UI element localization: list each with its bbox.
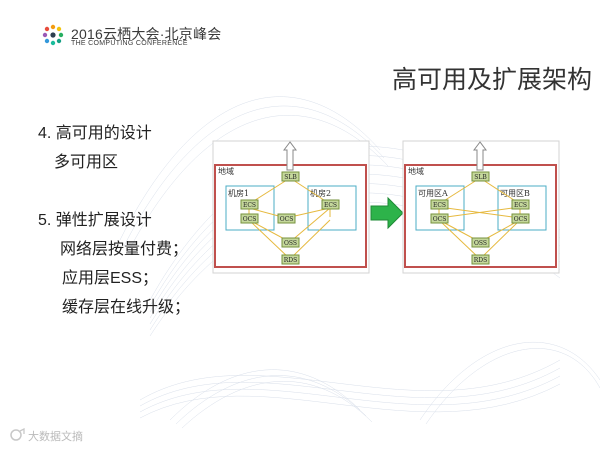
bullet-item: 5. 弹性扩展设计 [38, 212, 152, 229]
conference-logo-subtitle: THE COMPUTING CONFERENCE [71, 40, 188, 47]
zone-b-label: 可用区B [500, 189, 530, 198]
ecs-label: ECS [243, 202, 256, 209]
slb-node [281, 171, 300, 182]
watermark-logo-icon [10, 428, 25, 441]
oss-node [471, 237, 490, 248]
conference-logo: 2016云栖大会·北京峰会 THE COMPUTING CONFERENCE [40, 22, 221, 52]
slide-title: 高可用及扩展架构 [391, 66, 592, 94]
conference-logo-icon [42, 24, 64, 46]
ocs-node [240, 213, 259, 224]
ocs-node [430, 213, 449, 224]
oss-label: OSS [284, 240, 297, 247]
zone-b-box [497, 185, 547, 231]
internet-up-arrow [473, 141, 487, 171]
zone-a-label: 可用区A [418, 189, 448, 198]
rds-label: RDS [474, 257, 487, 264]
oss-label: OSS [474, 240, 487, 247]
ecs-node [240, 199, 259, 210]
ecs-label: ECS [433, 202, 446, 209]
internet-up-arrow [283, 141, 297, 171]
ecs-node [430, 199, 449, 210]
room2-box [307, 185, 357, 231]
ocs-label: OCS [243, 216, 257, 223]
room1-box [225, 185, 275, 231]
room2-label: 机房2 [310, 188, 331, 198]
region-label: 地域 [218, 166, 234, 176]
watermark: 大数据文摘 [10, 427, 90, 443]
diagram-multi-zone: 地域 可用区A 可用区B SLB ECS OCS ECS OCS [402, 140, 560, 274]
ecs-label: ECS [324, 202, 337, 209]
bullet-item: 多可用区 [54, 154, 119, 171]
bullet-item: 应用层ESS； [62, 270, 159, 287]
slb-label: SLB [284, 174, 297, 181]
watermark-text: 大数据文摘 [28, 431, 83, 443]
slb-node [471, 171, 490, 182]
ecs-node [321, 199, 340, 210]
rds-node [281, 254, 300, 265]
bullet-item: 4. 高可用的设计 [38, 125, 152, 142]
ocs-node [277, 213, 296, 224]
bullet-item: 缓存层在线升级； [62, 299, 191, 316]
conference-logo-title: 2016云栖大会·北京峰会 [71, 26, 222, 42]
rds-label: RDS [284, 257, 297, 264]
diagram-multi-datacenter: 地域 机房1 机房2 SLB ECS OCS ECS [212, 140, 370, 274]
ecs-label: ECS [514, 202, 527, 209]
bullet-item: 网络层按量付费； [60, 241, 189, 258]
oss-node [281, 237, 300, 248]
ocs-label: OCS [514, 216, 528, 223]
zone-a-box [415, 185, 465, 231]
slb-label: SLB [474, 174, 487, 181]
ocs-node [511, 213, 530, 224]
transition-arrow-icon [370, 196, 404, 230]
region-label: 地域 [408, 166, 424, 176]
ocs-label: OCS [433, 216, 447, 223]
ocs-label: OCS [280, 216, 294, 223]
rds-node [471, 254, 490, 265]
room1-label: 机房1 [228, 188, 249, 198]
ecs-node [511, 199, 530, 210]
